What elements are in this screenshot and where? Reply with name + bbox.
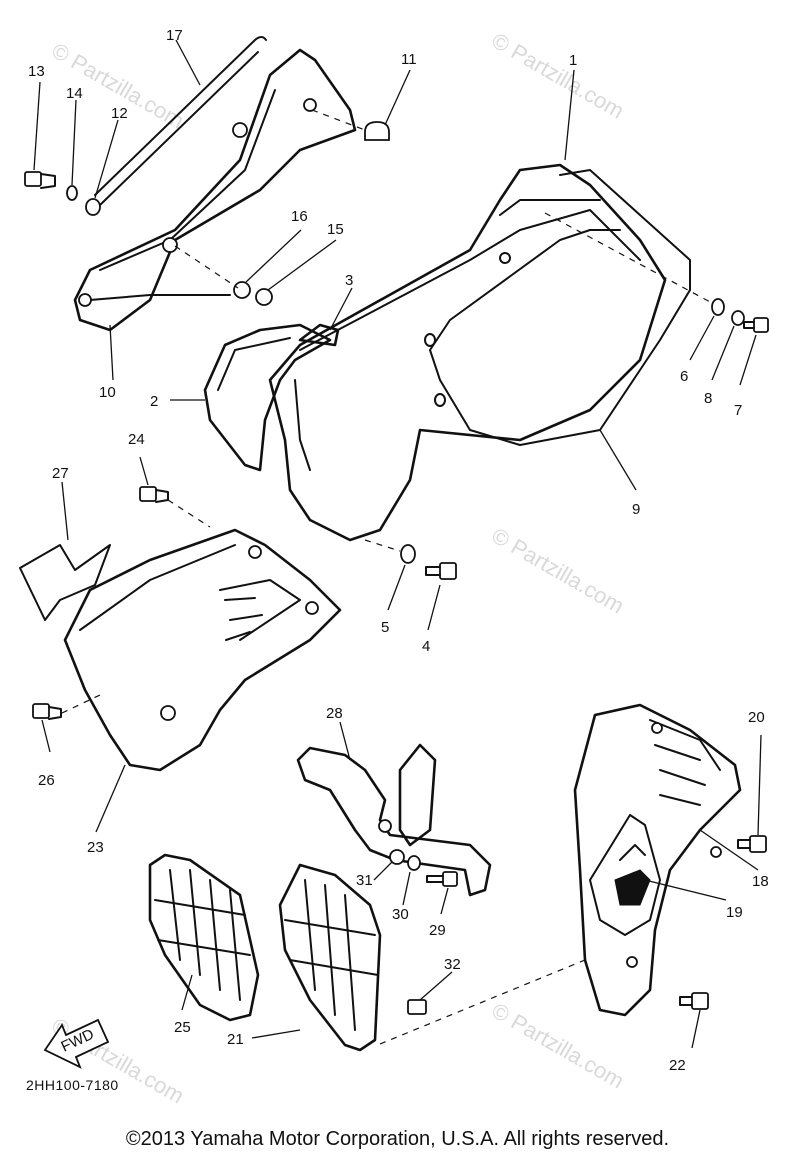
watermark: © Partzilla.com [488, 28, 629, 124]
watermark: © Partzilla.com [488, 523, 629, 619]
diagram-code: 2HH100-7180 [26, 1077, 119, 1093]
callout-labels: 1 2 3 4 5 6 7 8 9 10 11 12 13 14 15 16 1… [28, 27, 769, 1074]
callout-8: 8 [704, 390, 712, 407]
callout-14: 14 [66, 85, 83, 102]
callout-19: 19 [726, 904, 743, 921]
callout-4: 4 [422, 638, 430, 655]
callout-22: 22 [669, 1057, 686, 1074]
callout-9: 9 [632, 501, 640, 518]
callout-23: 23 [87, 839, 104, 856]
part-1-side-cover [268, 163, 667, 542]
callout-30: 30 [392, 906, 409, 923]
callout-16: 16 [291, 208, 308, 225]
callout-13: 13 [28, 63, 45, 80]
callout-27: 27 [52, 465, 69, 482]
fasteners-shroud [32, 486, 211, 720]
fasteners-cover [364, 212, 769, 580]
fasteners-upper [24, 109, 390, 306]
callout-2: 2 [150, 393, 158, 410]
callout-32: 32 [444, 956, 461, 973]
callout-12: 12 [111, 105, 128, 122]
callout-3: 3 [345, 272, 353, 289]
callout-17: 17 [166, 27, 183, 44]
part-28-bracket [296, 743, 492, 897]
callout-21: 21 [227, 1031, 244, 1048]
part-23-shroud [19, 528, 342, 772]
callout-28: 28 [326, 705, 343, 722]
part-25-radiator-guard [148, 853, 260, 1022]
part-21-radiator-guard [278, 863, 382, 1052]
callout-26: 26 [38, 772, 55, 789]
callout-25: 25 [174, 1019, 191, 1036]
callout-31: 31 [356, 872, 373, 889]
callout-11: 11 [401, 51, 417, 68]
callout-1: 1 [569, 52, 577, 69]
callout-6: 6 [680, 368, 688, 385]
fasteners-bracket [389, 849, 458, 887]
clip-32 [379, 959, 586, 1045]
part-9-seal [429, 169, 691, 446]
fasteners-right-shroud [679, 835, 767, 1010]
callout-20: 20 [748, 709, 765, 726]
callout-29: 29 [429, 922, 446, 939]
part-18-shroud [573, 703, 742, 1017]
part-19-emblem [589, 814, 661, 936]
fwd-arrow-icon: FWD [43, 1018, 110, 1069]
copyright-notice: ©2013 Yamaha Motor Corporation, U.S.A. A… [125, 1128, 670, 1150]
callout-15: 15 [327, 221, 344, 238]
callout-10: 10 [99, 384, 116, 401]
leader-lines [33, 39, 762, 1049]
callout-24: 24 [128, 431, 145, 448]
part-2-3-pads [203, 323, 340, 472]
part-17-stay [94, 36, 267, 206]
part-10-bracket [73, 48, 357, 332]
callout-5: 5 [381, 619, 389, 636]
callout-7: 7 [734, 402, 742, 419]
callout-18: 18 [752, 873, 769, 890]
